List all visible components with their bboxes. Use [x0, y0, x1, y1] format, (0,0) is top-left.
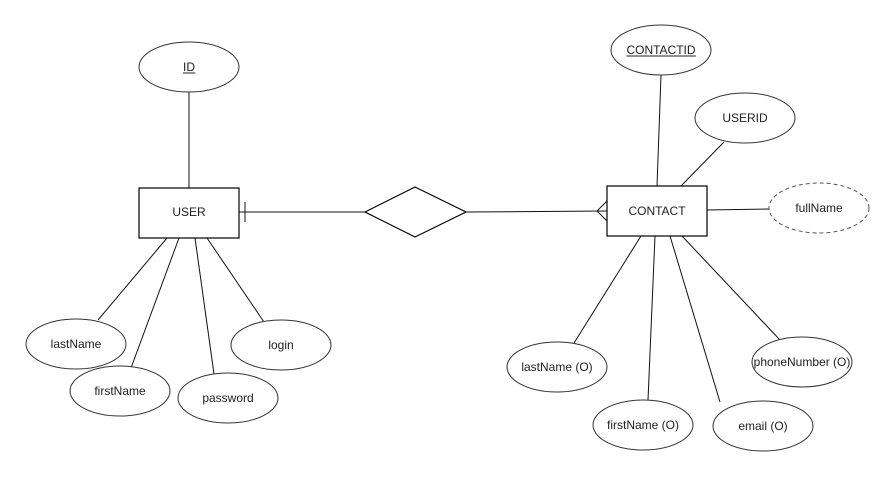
relationship-diamond[interactable]: [363, 186, 468, 238]
connector-user-firstname: [130, 237, 180, 369]
attribute-ellipse[interactable]: [768, 182, 870, 234]
attribute-label: lastName: [51, 337, 102, 351]
entity-box[interactable]: [138, 187, 240, 239]
attribute-id[interactable]: ID: [138, 41, 240, 93]
attribute-label: login: [268, 338, 293, 352]
attribute-label: firstName: [94, 384, 146, 398]
attribute-userid[interactable]: USERID: [694, 92, 796, 144]
attribute-ellipse[interactable]: [751, 336, 853, 388]
attribute-ellipse[interactable]: [610, 24, 712, 76]
attribute-firstname[interactable]: firstName: [69, 365, 171, 417]
attribute-ellipse[interactable]: [177, 372, 279, 424]
entity-label: CONTACT: [628, 204, 686, 218]
connector-contact-fullname: [706, 208, 770, 211]
attribute-ellipse[interactable]: [712, 400, 814, 452]
connector-contact-email: [669, 235, 721, 403]
attribute-ellipse[interactable]: [592, 399, 694, 451]
connector-user-login: [206, 237, 265, 323]
attribute-fullname-derived[interactable]: fullName: [768, 182, 870, 234]
connector-user-lastname: [97, 237, 168, 321]
entity-contact[interactable]: CONTACT: [606, 185, 708, 237]
attribute-phonenumber-optional[interactable]: phoneNumber (O): [751, 336, 853, 388]
connector-contact-lastname: [573, 235, 642, 344]
attribute-label: password: [202, 391, 253, 405]
attribute-login[interactable]: login: [230, 319, 332, 371]
attribute-ellipse[interactable]: [138, 41, 240, 93]
connector-contact-firstname: [647, 235, 656, 401]
attribute-label-key: ID: [183, 60, 195, 74]
connector-contact-phonenumber: [681, 235, 781, 341]
attribute-label: fullName: [795, 201, 843, 215]
attribute-label: USERID: [722, 111, 768, 125]
connector-contact-contactid: [656, 74, 662, 187]
attribute-lastname-optional[interactable]: lastName (O): [506, 341, 608, 393]
entity-user[interactable]: USER: [138, 187, 240, 239]
connector-contact-userid: [680, 141, 725, 187]
attribute-ellipse[interactable]: [69, 365, 171, 417]
attribute-label-key: CONTACTID: [626, 43, 695, 57]
attribute-label: phoneNumber (O): [754, 355, 851, 369]
attribute-ellipse[interactable]: [25, 318, 127, 370]
attribute-email-optional[interactable]: email (O): [712, 400, 814, 452]
attribute-contactid[interactable]: CONTACTID: [610, 24, 712, 76]
attribute-firstname-optional[interactable]: firstName (O): [592, 399, 694, 451]
entity-box[interactable]: [606, 185, 708, 237]
entity-label: USER: [172, 205, 206, 219]
attribute-lastname[interactable]: lastName: [25, 318, 127, 370]
attribute-label: firstName (O): [607, 418, 679, 432]
relationship-line-contact: [465, 210, 608, 213]
attribute-ellipse[interactable]: [506, 341, 608, 393]
attribute-password[interactable]: password: [177, 372, 279, 424]
cardinality-many-crowfoot: [596, 200, 608, 222]
connector-user-password: [194, 237, 215, 375]
relationship-shape[interactable]: [363, 186, 468, 238]
attribute-ellipse[interactable]: [230, 319, 332, 371]
connectors: [97, 74, 781, 403]
attribute-label: email (O): [738, 419, 787, 433]
attribute-label: lastName (O): [521, 360, 592, 374]
attribute-ellipse[interactable]: [694, 92, 796, 144]
